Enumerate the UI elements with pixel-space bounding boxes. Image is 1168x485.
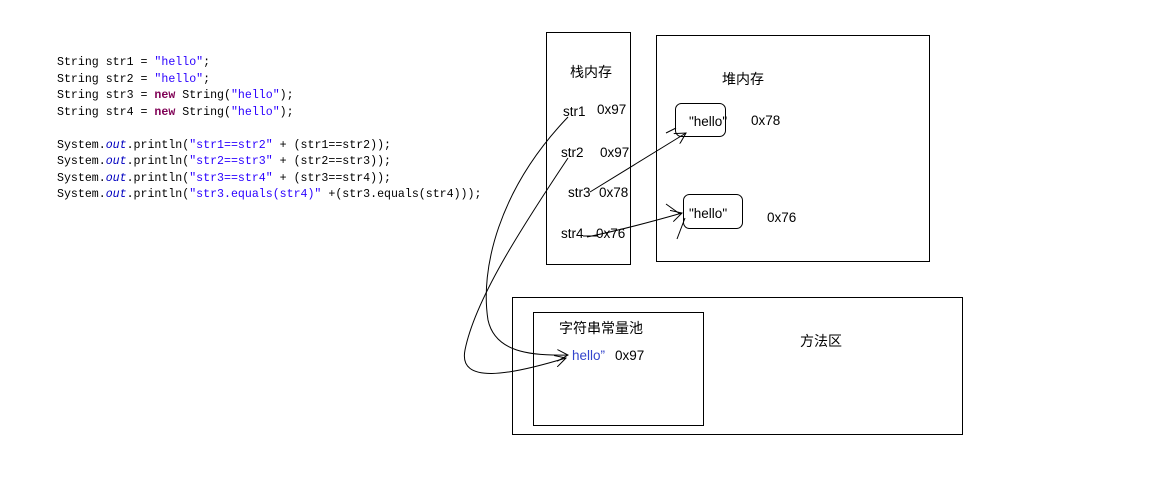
code-token: out	[105, 155, 127, 168]
code-token: System.	[57, 188, 106, 201]
code-token: + (str2==str3));	[272, 155, 391, 168]
code-token: .println(	[126, 171, 190, 185]
code-token: String(	[175, 105, 231, 119]
code-token: new	[154, 89, 176, 102]
code-token: "str3.equals(str4)"	[189, 188, 322, 201]
code-token: System.	[57, 171, 106, 185]
code-token: "hello"	[154, 72, 204, 86]
code-token: + (str3==str4));	[272, 171, 391, 185]
code-token: String str2 =	[57, 72, 155, 86]
code-line: String str2 = "hello";	[57, 72, 481, 89]
arrow-str4-to-heap	[586, 213, 682, 238]
code-token: String str3 =	[57, 89, 155, 102]
stack-memory-box	[546, 32, 631, 265]
code-token: ;	[203, 56, 211, 69]
stack-var-str3-addr: 0x78	[599, 185, 629, 200]
method-area-box	[512, 297, 963, 435]
heap-object-2-addr: 0x76	[767, 210, 797, 225]
code-token: "str3==str4"	[189, 171, 273, 185]
code-token: "hello"	[154, 56, 204, 69]
stack-var-str2-addr: 0x97	[600, 145, 630, 160]
code-token: out	[105, 188, 127, 201]
stack-var-str1-addr: 0x97	[597, 102, 627, 117]
string-pool-addr: 0x97	[615, 348, 645, 363]
code-token: +(str3.equals(str4)));	[321, 188, 482, 201]
stack-var-str4-name: str4	[561, 226, 584, 241]
stack-var-str3-name: str3	[568, 185, 591, 200]
code-token: "str1==str2"	[189, 138, 273, 152]
code-line: String str1 = "hello";	[57, 55, 481, 72]
heap-title: 堆内存	[722, 71, 764, 87]
stack-var-str4-addr: 0x76	[596, 226, 626, 241]
code-token: out	[105, 171, 127, 185]
heap-memory-box	[656, 35, 930, 262]
arrow-str3-to-heap	[589, 133, 686, 193]
code-token: + (str1==str2));	[272, 138, 391, 152]
code-token: ;	[203, 72, 211, 86]
code-token: System.	[57, 155, 106, 168]
heap-object-box-1	[675, 103, 726, 137]
stack-title: 栈内存	[570, 64, 612, 80]
code-token: .println(	[126, 155, 190, 168]
arrow-str2-to-pool	[463, 157, 569, 374]
heap-hook-1	[665, 127, 677, 134]
arrow-str1-to-pool	[485, 116, 568, 355]
code-token: String(	[175, 89, 231, 102]
code-token: System.	[57, 138, 106, 152]
code-token: .println(	[126, 188, 190, 201]
code-token: String str1 =	[57, 56, 155, 69]
code-line: String str3 = new String("hello");	[57, 88, 481, 105]
heap-object-1-addr: 0x78	[751, 113, 781, 128]
code-token: out	[105, 138, 127, 152]
code-line: System.out.println("str2==str3" + (str2=…	[57, 154, 481, 171]
code-token: String str4 =	[57, 105, 155, 119]
heap-hook-3	[665, 203, 681, 215]
string-pool-box	[533, 312, 704, 426]
code-token: "hello"	[230, 105, 280, 119]
code-token: "str2==str3"	[189, 155, 273, 168]
heap-hook-2	[676, 217, 686, 240]
code-listing: String str1 = "hello";String str2 = "hel…	[57, 55, 481, 204]
code-token: "hello"	[230, 89, 280, 102]
heap-object-1-value: "hello"	[689, 114, 728, 129]
code-token: );	[279, 105, 294, 119]
stack-var-str1-name: str1	[563, 104, 586, 119]
code-line: String str4 = new String("hello");	[57, 105, 481, 122]
string-pool-value: hello”	[572, 348, 606, 363]
code-token: );	[279, 89, 294, 102]
code-line: System.out.println("str1==str2" + (str1=…	[57, 138, 481, 155]
code-token: .println(	[126, 138, 190, 152]
stack-var-str2-name: str2	[561, 145, 584, 160]
string-pool-title: 字符串常量池	[559, 320, 643, 336]
code-token: new	[154, 105, 176, 119]
code-line: System.out.println("str3.equals(str4)" +…	[57, 187, 481, 204]
method-area-title: 方法区	[800, 333, 842, 349]
heap-object-box-2	[683, 194, 743, 229]
heap-object-2-value: "hello"	[689, 206, 728, 221]
code-line: System.out.println("str3==str4" + (str3=…	[57, 171, 481, 188]
